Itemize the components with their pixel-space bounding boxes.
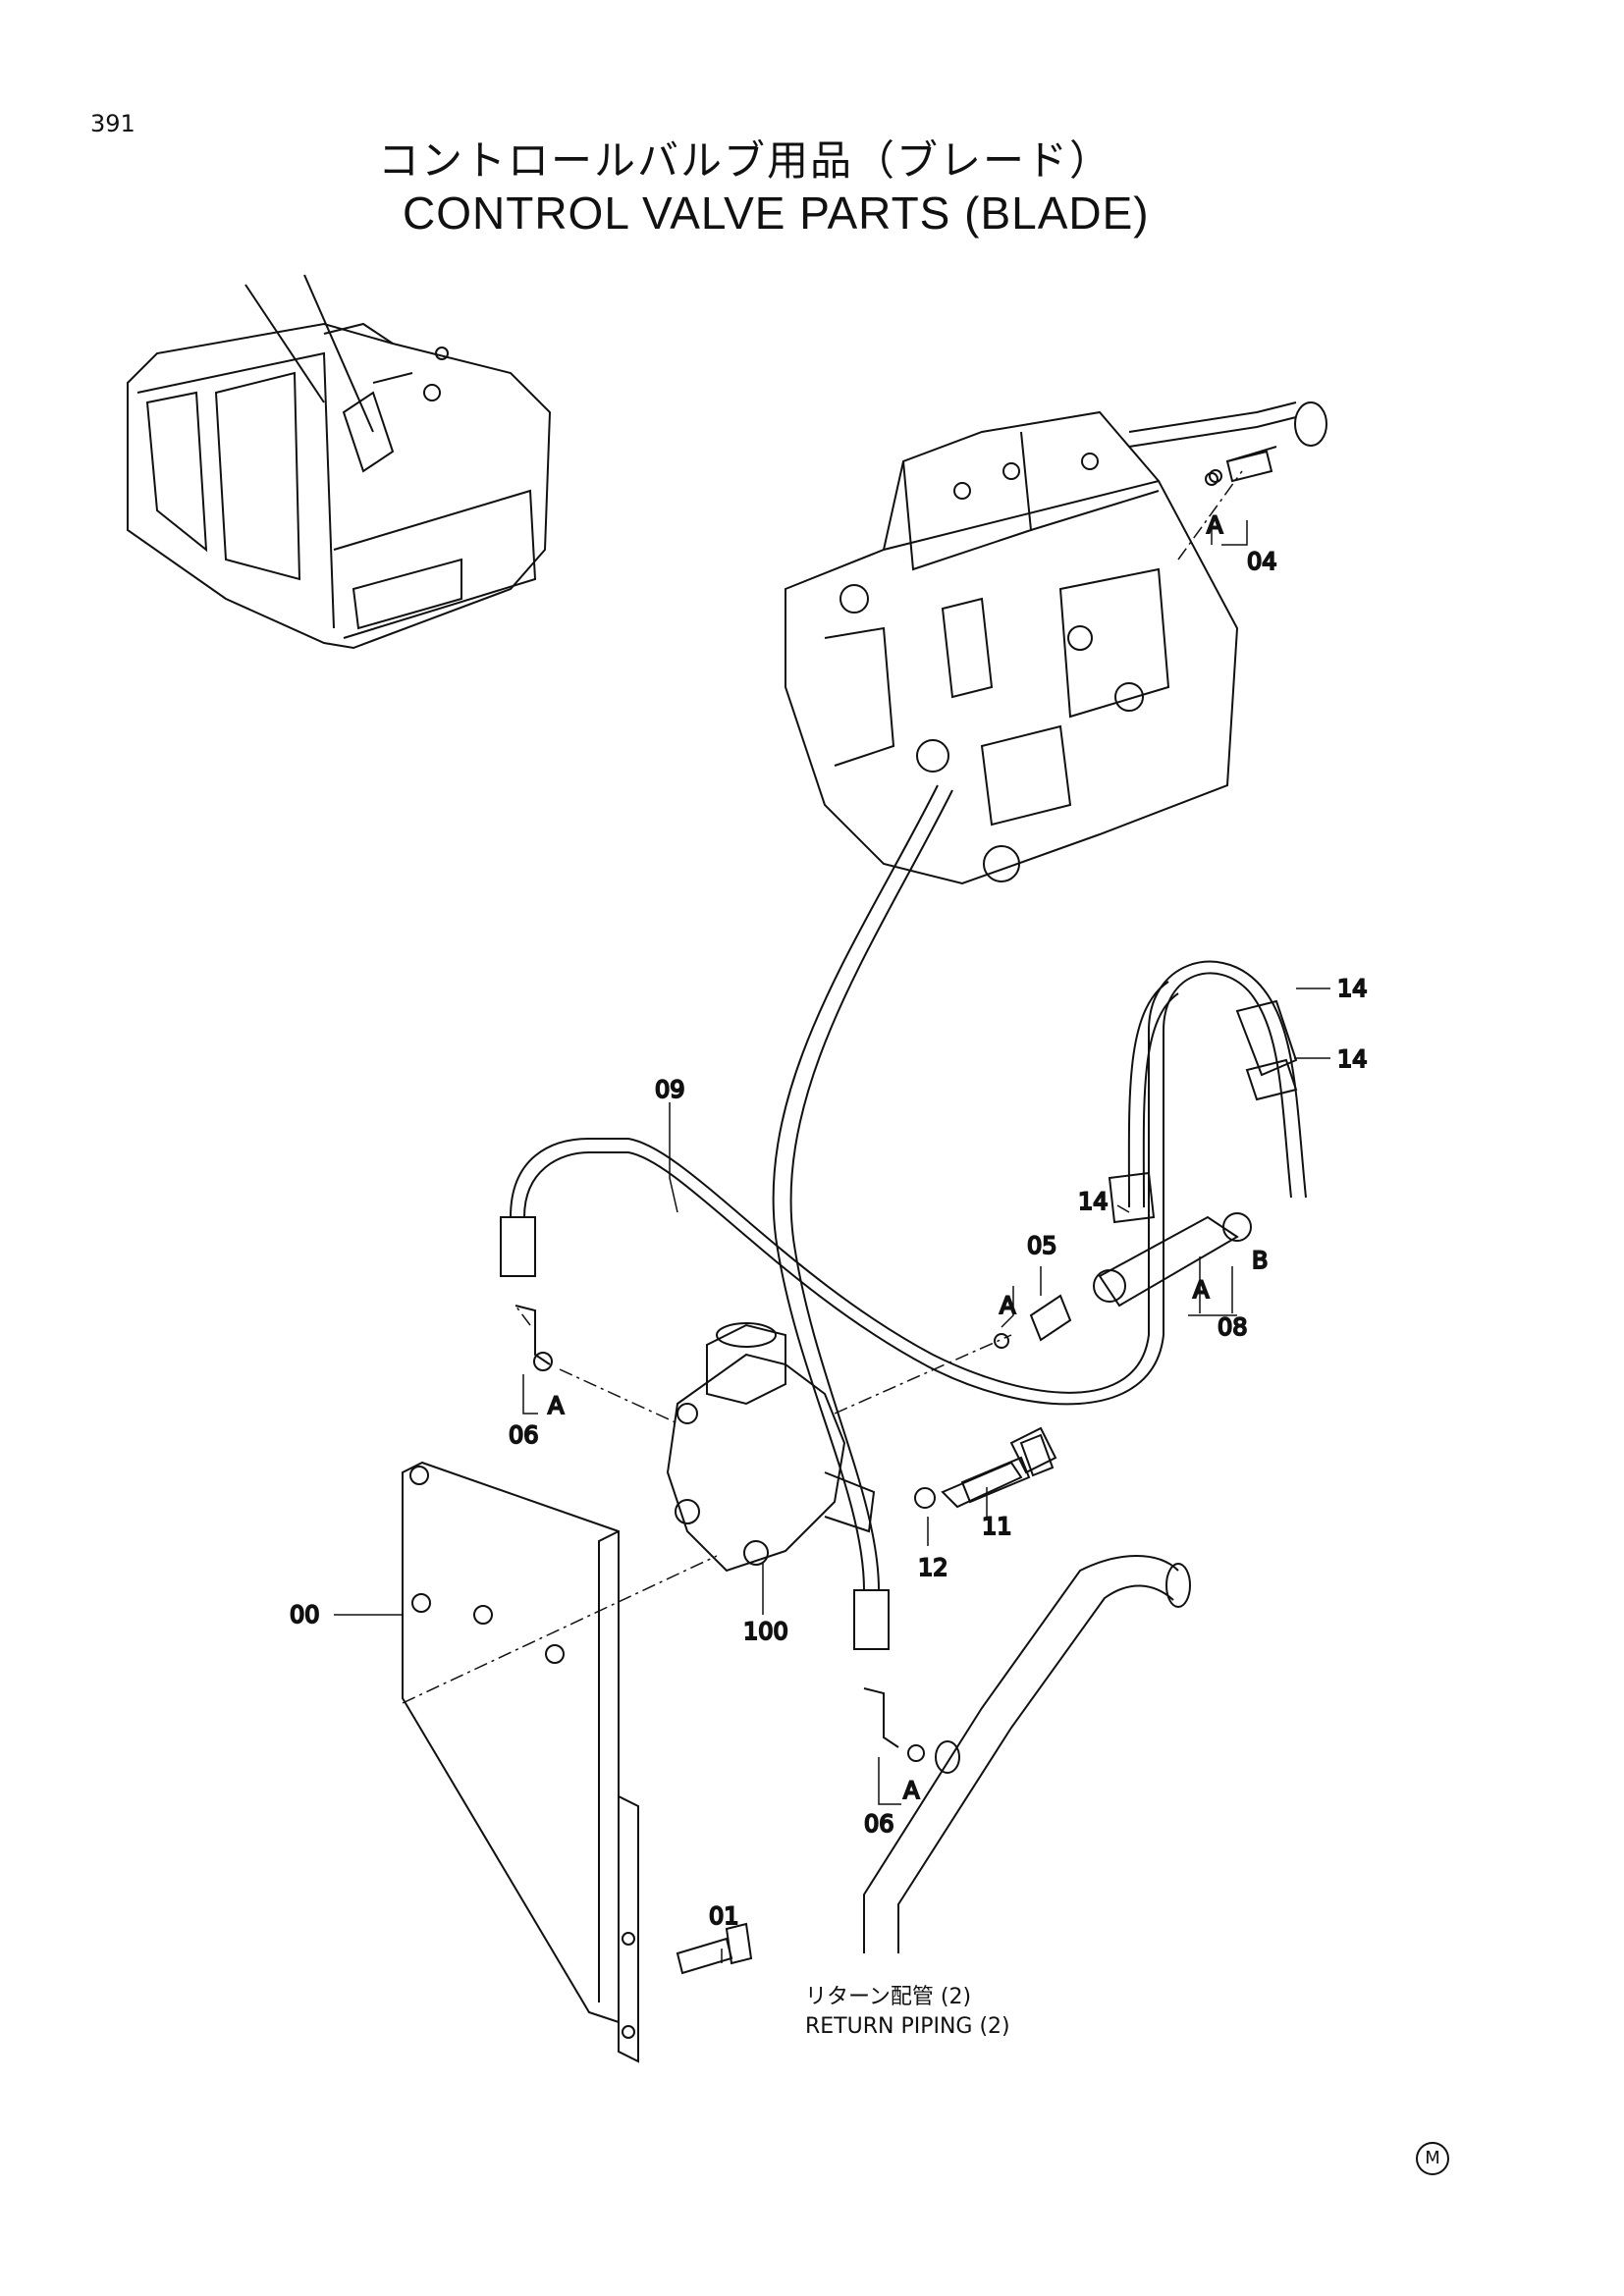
callout-14-c: 14 bbox=[1078, 1188, 1109, 1215]
callout-14-a: 14 bbox=[1337, 975, 1368, 1002]
leader-lines bbox=[402, 470, 1243, 1704]
fittings bbox=[514, 446, 1277, 1762]
return-piping-label-japanese: リターン配管 (2) bbox=[805, 1985, 972, 2009]
return-piping-label-english: RETURN PIPING (2) bbox=[805, 2014, 1010, 2039]
page-title: CONTROL VALVE PARTS (BLADE) bbox=[403, 187, 1150, 239]
page-title-japanese: コントロールバルブ用品（ブレード） bbox=[378, 136, 1113, 185]
callout-leaders bbox=[334, 520, 1330, 1963]
callout-09: 09 bbox=[655, 1076, 685, 1103]
bolts bbox=[676, 1433, 1055, 1975]
m-mark-icon: M bbox=[1416, 2142, 1449, 2175]
callout-01: 01 bbox=[709, 1902, 739, 1930]
callout-a-5: A bbox=[903, 1777, 920, 1804]
control-valve-assembly bbox=[785, 401, 1327, 885]
callout-a-4: A bbox=[548, 1392, 565, 1419]
selector-valve bbox=[666, 1322, 876, 1573]
callout-04: 04 bbox=[1247, 548, 1277, 575]
callout-b: B bbox=[1252, 1247, 1268, 1274]
return-piping-label: リターン配管 (2) RETURN PIPING (2) bbox=[805, 1983, 1010, 2042]
callout-a-1: A bbox=[1207, 511, 1223, 539]
mounting-bracket bbox=[402, 1461, 639, 2063]
callout-06-a: 06 bbox=[509, 1421, 539, 1449]
callout-a-3: A bbox=[1193, 1276, 1210, 1304]
callout-14-b: 14 bbox=[1337, 1045, 1368, 1073]
hose-lines bbox=[500, 784, 1307, 1650]
page-number: 391 bbox=[90, 110, 135, 137]
callout-00: 00 bbox=[290, 1601, 320, 1629]
callout-12: 12 bbox=[918, 1554, 948, 1581]
callout-a-2: A bbox=[1000, 1292, 1016, 1319]
callout-05: 05 bbox=[1027, 1232, 1057, 1259]
machine-locator-illustration bbox=[127, 274, 552, 650]
callout-06-b: 06 bbox=[864, 1810, 894, 1838]
callout-100: 100 bbox=[743, 1618, 788, 1645]
return-pipe bbox=[863, 1555, 1191, 1953]
callout-11: 11 bbox=[982, 1513, 1012, 1540]
callout-08: 08 bbox=[1218, 1313, 1248, 1341]
